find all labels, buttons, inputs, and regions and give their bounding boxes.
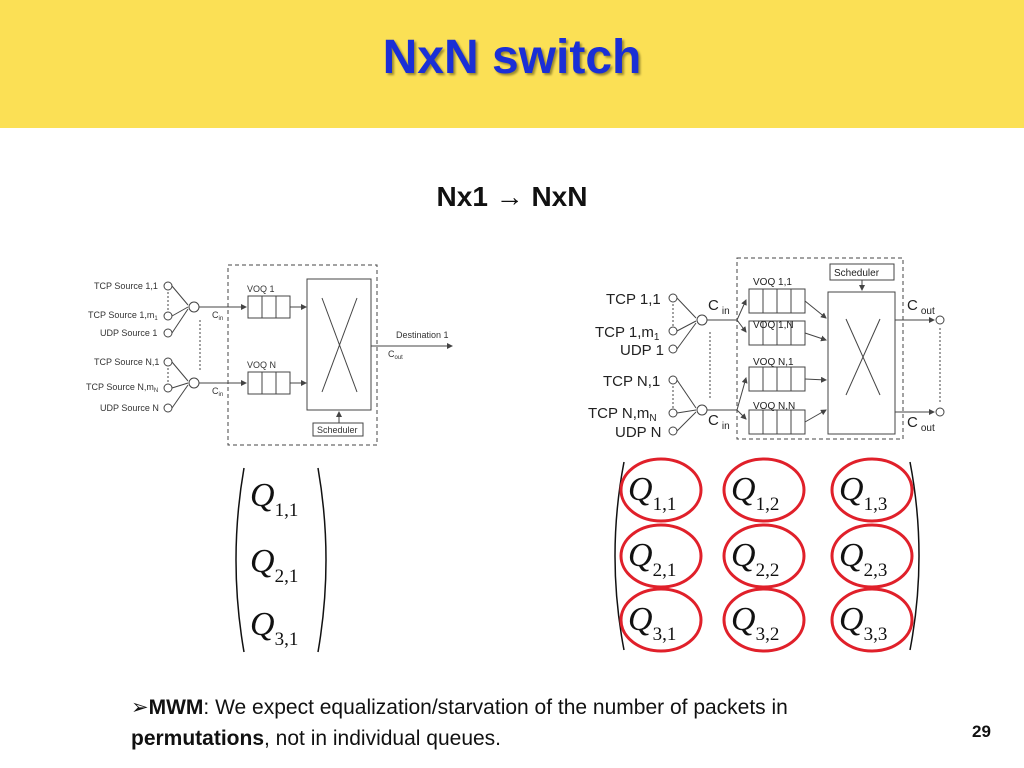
- right-voq-label: VOQ N,1: [753, 357, 794, 368]
- right-source-label: UDP 1: [620, 342, 664, 359]
- slide-title: NxN switch: [382, 31, 642, 84]
- left-source-node: [163, 311, 173, 321]
- right-matrix-entry: Q1,3: [839, 471, 887, 515]
- bullet-point: ➢MWM: We expect equalization/starvation …: [131, 692, 831, 754]
- left-voq-1: [247, 295, 291, 319]
- left-switch-boundary: [227, 264, 378, 446]
- left-source-node: [163, 383, 173, 393]
- left-matrix-entry: Q3,1: [250, 606, 298, 650]
- left-scheduler: [312, 422, 364, 437]
- bullet-term-permutations: permutations: [131, 727, 265, 750]
- permutation-circle: [619, 457, 703, 523]
- left-source-label: TCP Source 1,m1: [88, 310, 158, 322]
- right-output-node: [935, 407, 945, 417]
- right-source-label: TCP N,mN: [588, 405, 657, 424]
- left-matrix-bracket: [317, 467, 327, 653]
- left-matrix: Q1,1 Q2,1 Q3,1: [235, 467, 327, 653]
- left-scheduler-label: Scheduler: [317, 425, 358, 435]
- right-matrix-entry: Q1,1: [628, 471, 676, 515]
- left-switch-diagram: [163, 264, 453, 446]
- right-matrix-entry: Q3,1: [628, 601, 676, 645]
- left-source-label: TCP Source N,1: [94, 357, 159, 367]
- left-matrix-entry: Q2,1: [250, 543, 298, 587]
- bullet-marker: ➢: [131, 696, 149, 719]
- right-crossbar: [827, 291, 896, 435]
- bullet-text: : We expect equalization/starvation of t…: [203, 696, 788, 719]
- permutation-circle: [722, 523, 806, 589]
- left-source-node: [163, 281, 173, 291]
- left-destination-label: Destination 1: [396, 330, 449, 340]
- permutation-circle: [830, 523, 914, 589]
- right-scheduler-label: Scheduler: [834, 268, 880, 279]
- right-source-label: UDP N: [615, 424, 661, 441]
- left-source-node: [163, 357, 173, 367]
- right-voq-label: VOQ N,N: [753, 401, 795, 412]
- right-source-label: TCP N,1: [603, 373, 660, 390]
- bullet-text-end: , not in individual queues.: [264, 727, 502, 750]
- left-cin-label: Cin: [212, 386, 223, 398]
- page-number: 29: [972, 722, 991, 741]
- left-source-node: [163, 403, 173, 413]
- right-output-node: [935, 315, 945, 325]
- left-voq-label: VOQ 1: [247, 284, 275, 294]
- left-source-label: TCP Source N,mN: [86, 382, 158, 394]
- bullet-term-mwm: MWM: [148, 696, 204, 719]
- left-matrix-bracket: [235, 467, 245, 653]
- left-voq-n: [247, 371, 291, 395]
- left-cin-label: Cin: [212, 310, 223, 322]
- left-source-label: UDP Source 1: [100, 328, 157, 338]
- right-switch-boundary: [736, 257, 904, 440]
- right-source-label: TCP 1,m1: [595, 324, 660, 343]
- left-cout-label: Cout: [388, 349, 403, 361]
- right-matrix-entry: Q2,1: [628, 537, 676, 581]
- right-matrix-bracket: [909, 461, 920, 651]
- right-matrix-entry: Q1,2: [731, 471, 779, 515]
- right-aggregation-node: [696, 314, 708, 326]
- right-matrix: Q1,1 Q1,2 Q1,3Q2,1 Q2,2 Q2,3Q3,1 Q3,2 Q3,3: [614, 457, 920, 653]
- permutation-circle: [722, 457, 806, 523]
- title-bar: [0, 0, 1024, 128]
- left-aggregation-node: [188, 301, 200, 313]
- right-matrix-entry: Q3,3: [839, 601, 887, 645]
- right-matrix-entry: Q2,3: [839, 537, 887, 581]
- right-source-label: TCP 1,1: [606, 291, 661, 308]
- left-diagram-labels: TCP Source 1,1 TCP Source 1,m1 UDP Sourc…: [86, 281, 449, 435]
- right-diagram-labels: TCP 1,1 TCP 1,m1 UDP 1 TCP N,1 TCP N,mN …: [588, 268, 935, 441]
- permutation-circle: [830, 457, 914, 523]
- right-voq-label: VOQ 1,1: [753, 277, 792, 288]
- left-source-label: UDP Source N: [100, 403, 159, 413]
- left-source-node: [163, 328, 173, 338]
- left-aggregation-node: [188, 377, 200, 389]
- right-aggregation-node: [696, 404, 708, 416]
- permutation-circle: [722, 587, 806, 653]
- left-voq-label: VOQ N: [247, 360, 276, 370]
- permutation-circle: [619, 587, 703, 653]
- right-voq-label: VOQ 1,N: [753, 320, 794, 331]
- permutation-circle: [830, 587, 914, 653]
- right-matrix-entry: Q3,2: [731, 601, 779, 645]
- left-matrix-entry: Q1,1: [250, 477, 298, 521]
- slide-subtitle: Nx1 → NxN: [436, 181, 588, 212]
- right-switch-diagram: [668, 257, 945, 440]
- right-matrix-entry: Q2,2: [731, 537, 779, 581]
- permutation-circle: [619, 523, 703, 589]
- left-source-label: TCP Source 1,1: [94, 281, 158, 291]
